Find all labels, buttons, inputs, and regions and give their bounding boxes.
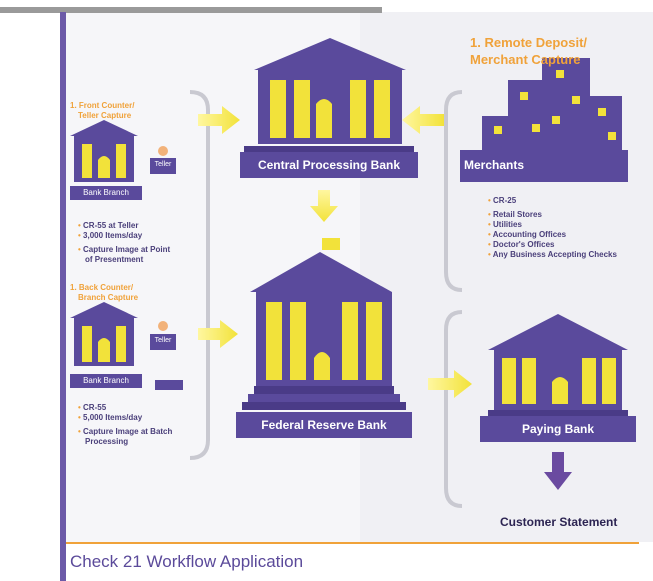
customer-statement-label: Customer Statement: [500, 515, 618, 529]
list-item: • Accounting Offices: [488, 230, 567, 239]
back-counter-line1: 1. Back Counter/: [70, 283, 134, 292]
top-teller-figure: [150, 146, 176, 174]
paying-bank-building: [480, 314, 636, 442]
arrow-central-to-federal: [310, 190, 338, 222]
merchants-building: [460, 58, 628, 182]
remote-capture-line2: Merchant Capture: [470, 52, 581, 67]
front-counter-bullets: • CR-55 at Teller • 3,000 Items/day • Ca…: [78, 221, 170, 265]
federal-bank-building: [236, 238, 412, 438]
arrow-federal-to-paying: [428, 370, 472, 398]
back-counter-line2: Branch Capture: [78, 293, 139, 302]
list-item: • Utilities: [488, 220, 522, 229]
front-counter-line2: Teller Capture: [78, 111, 132, 120]
list-item: of Presentment: [85, 255, 144, 264]
front-counter-line1: 1. Front Counter/: [70, 101, 135, 110]
arrow-branch-to-federal: [198, 320, 238, 348]
list-item: • CR-55: [78, 403, 107, 412]
arrow-branch-to-central: [198, 106, 240, 134]
figure-caption: Check 21 Workflow Application: [70, 552, 304, 571]
central-bank-label: Central Processing Bank: [257, 158, 401, 172]
list-item: • Doctor's Offices: [488, 240, 555, 249]
list-item: • CR-55 at Teller: [78, 221, 139, 230]
bottom-teller-label: Teller: [154, 337, 172, 344]
left-rule: [60, 12, 66, 581]
list-item: • Capture Image at Batch: [78, 427, 173, 436]
list-item: • CR-25: [488, 196, 517, 205]
list-item: • 5,000 Items/day: [78, 413, 143, 422]
list-item: Processing: [85, 437, 129, 446]
paying-bracket: [444, 310, 463, 508]
bottom-teller-figure: [150, 321, 176, 350]
arrow-paying-to-statement: [544, 452, 572, 490]
top-branch-label: Bank Branch: [83, 188, 129, 197]
arrow-merchant-to-central: [402, 106, 444, 134]
bottom-branch-label: Bank Branch: [83, 376, 129, 385]
list-item: • Any Business Accepting Checks: [488, 250, 617, 259]
list-item: • Retail Stores: [488, 210, 542, 219]
merchants-label: Merchants: [464, 158, 525, 172]
list-item: • 3,000 Items/day: [78, 231, 143, 240]
merchant-bullets: • CR-25 • Retail Stores • Utilities • Ac…: [488, 196, 617, 260]
remote-capture-heading: 1. Remote Deposit/ Merchant Capture: [470, 34, 587, 68]
paying-bank-label: Paying Bank: [521, 422, 595, 436]
top-teller-label: Teller: [154, 161, 172, 168]
left-bracket: [189, 90, 210, 460]
front-counter-heading: 1. Front Counter/ Teller Capture: [70, 101, 134, 121]
top-rule: [0, 7, 382, 13]
bottom-branch-building: [70, 302, 142, 388]
remote-capture-line1: 1. Remote Deposit/: [470, 35, 588, 50]
central-bank-building: [240, 38, 418, 178]
merchant-bracket: [444, 90, 463, 292]
top-branch-building: [70, 120, 142, 200]
back-counter-bullets: • CR-55 • 5,000 Items/day • Capture Imag…: [78, 403, 172, 447]
scanner-device: [155, 380, 183, 390]
back-counter-heading: 1. Back Counter/ Branch Capture: [70, 283, 138, 303]
list-item: • Capture Image at Point: [78, 245, 171, 254]
federal-bank-label: Federal Reserve Bank: [261, 418, 387, 432]
bottom-rule: [66, 542, 639, 544]
